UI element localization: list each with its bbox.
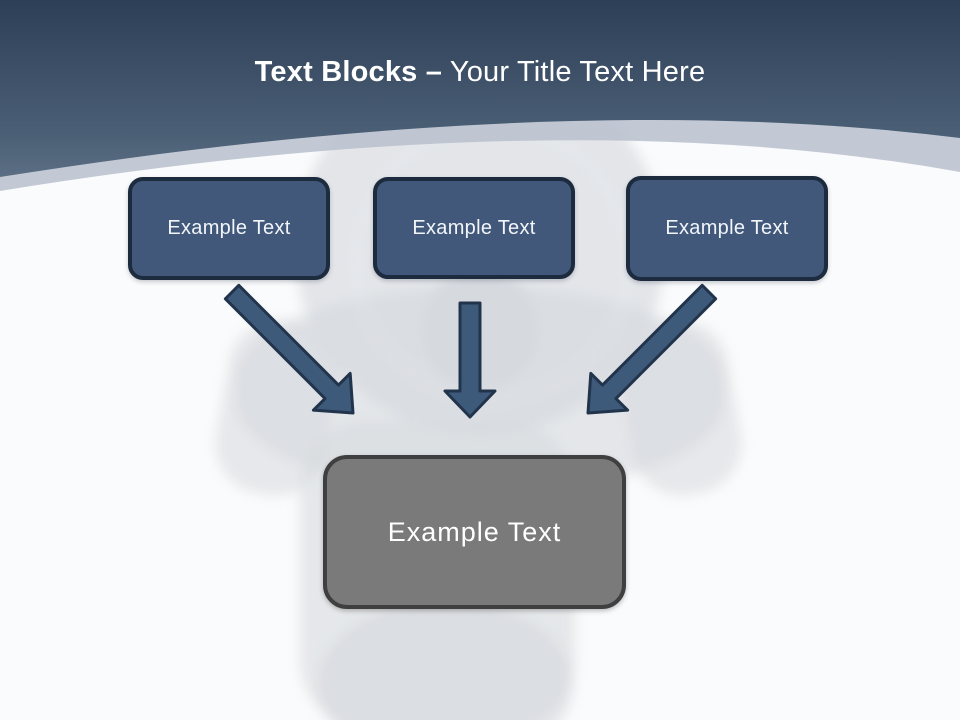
text-block-3[interactable]: Example Text	[626, 176, 828, 281]
slide-title-bold: Text Blocks –	[254, 56, 443, 88]
text-block-2-label: Example Text	[412, 216, 536, 239]
arrow-down-left-icon[interactable]	[570, 274, 728, 432]
text-block-3-label: Example Text	[665, 217, 789, 239]
arrow-down-right-icon[interactable]	[214, 274, 372, 432]
text-block-1[interactable]: Example Text	[128, 177, 330, 280]
header-curve	[0, 0, 960, 191]
text-block-2[interactable]: Example Text	[373, 177, 575, 279]
arrow-down-icon[interactable]	[443, 301, 497, 419]
center-text-block[interactable]: Example Text	[323, 455, 626, 609]
slide-title[interactable]: Text Blocks – Your Title Text Here	[0, 54, 960, 90]
header-blue-arc	[0, 0, 960, 177]
text-block-1-label: Example Text	[167, 217, 291, 239]
center-text-block-label: Example Text	[387, 516, 562, 547]
slide-title-regular: Your Title Text Here	[449, 56, 706, 88]
